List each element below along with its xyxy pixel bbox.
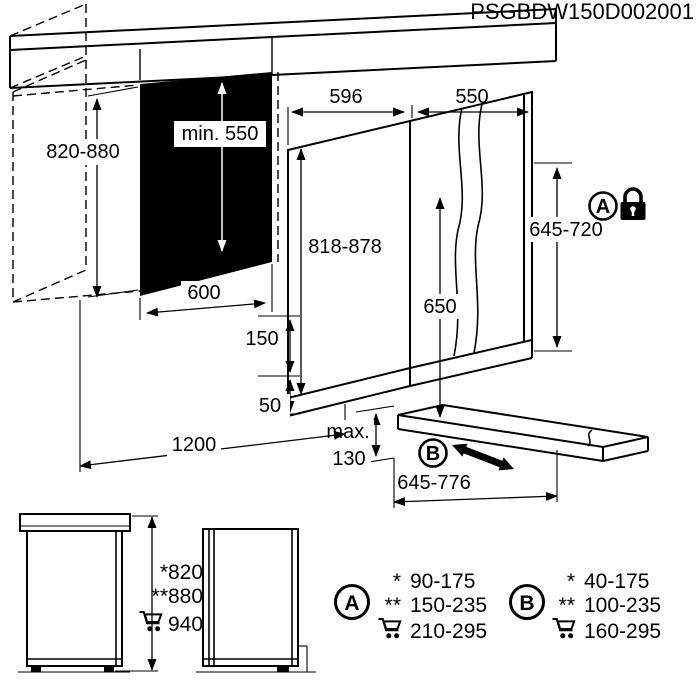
- legend-b: B * 40-175 ** 100-235 160-295: [509, 570, 661, 643]
- dim-door-panel-height: 645-720: [527, 167, 606, 348]
- dim-label-board-length: 645-776: [397, 472, 470, 494]
- dim-label-panel-length: 650: [423, 296, 456, 318]
- dim-label-appliance-width: 596: [329, 86, 362, 108]
- height-row-2-value: 880: [168, 585, 203, 608]
- mounting-board: [397, 403, 649, 462]
- dim-label-niche-min-depth: min. 550: [182, 123, 259, 145]
- dim-appliance-depth: 550: [417, 86, 529, 117]
- height-row-1-value: 820: [168, 561, 203, 584]
- legend-a-row-1-marker: *: [393, 570, 401, 593]
- legend-a-row-2-marker: **: [385, 594, 401, 617]
- height-row-1-marker: *: [160, 561, 168, 584]
- lock-icon: [620, 187, 646, 220]
- dim-total-depth: 1200: [79, 430, 346, 470]
- dim-appliance-width: 596: [291, 86, 405, 117]
- legend-b-row-2-marker: **: [559, 594, 575, 617]
- dim-label-appliance-depth: 550: [455, 86, 488, 108]
- slide-direction-arrow: [452, 443, 514, 471]
- legend-b-row-1-value: 40-175: [584, 570, 649, 593]
- counter-worktop: [9, 8, 557, 89]
- side-view-height-labels: * 820 ** 880 940: [138, 561, 203, 636]
- dim-label-plinth-height: 150: [245, 328, 278, 350]
- legend-b-label: B: [519, 592, 534, 615]
- legend-a-label: A: [344, 592, 359, 615]
- dim-niche-min-depth: min. 550: [174, 82, 266, 252]
- dim-label-max-value: 130: [332, 448, 365, 470]
- dim-label-door-panel-height: 645-720: [529, 219, 602, 241]
- dim-overall-height: [115, 515, 158, 672]
- dim-label-appliance-height: 818-878: [308, 236, 381, 258]
- side-view-built-in: [196, 528, 316, 673]
- side-view-freestanding: [18, 513, 131, 673]
- cart-icon: [551, 618, 576, 640]
- legend-b-row-1-marker: *: [567, 570, 575, 593]
- legend-a: A * 90-175 ** 150-235 210-295: [334, 570, 487, 643]
- dim-label-total-depth: 1200: [172, 434, 217, 456]
- dim-niche-width: 600: [146, 281, 266, 317]
- legend-a-row-3-value: 210-295: [410, 620, 487, 643]
- marker-a-label: A: [596, 196, 610, 218]
- dim-max-board-offset: max. 130: [322, 413, 381, 471]
- dim-label-feet-adjust: 50: [259, 395, 281, 417]
- dim-niche-height: 820-880: [33, 98, 133, 298]
- cart-icon: [138, 611, 163, 633]
- legend-b-row-2-value: 100-235: [584, 594, 661, 617]
- dim-label-niche-width: 600: [187, 282, 220, 304]
- legend-a-row-2-value: 150-235: [410, 594, 487, 617]
- niche-opening: [140, 72, 272, 296]
- dim-feet-adjust: 50: [250, 379, 295, 418]
- height-row-2-marker: **: [152, 585, 168, 608]
- legend-b-row-3-value: 160-295: [584, 620, 661, 643]
- dim-label-niche-height: 820-880: [46, 141, 119, 163]
- marker-b: B: [418, 438, 448, 468]
- legend-a-row-1-value: 90-175: [410, 570, 475, 593]
- dim-panel-length: 650: [418, 197, 463, 418]
- height-row-3-value: 940: [168, 613, 203, 636]
- marker-b-label: B: [426, 443, 440, 465]
- dim-appliance-height: 818-878: [296, 148, 384, 395]
- dim-plinth-height: 150: [240, 319, 295, 373]
- dim-board-length: 645-776: [393, 470, 558, 507]
- dim-label-max: max.: [326, 421, 369, 443]
- marker-a: A: [588, 191, 618, 221]
- cart-icon: [377, 618, 402, 640]
